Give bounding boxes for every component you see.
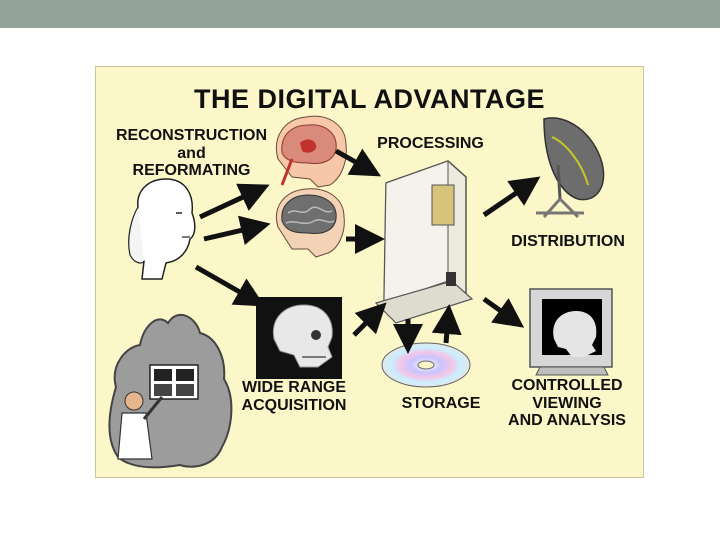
- radiologist-viewbox-icon: [108, 313, 233, 469]
- label-storage: STORAGE: [401, 395, 481, 412]
- label-distribution: DISTRIBUTION: [511, 233, 625, 250]
- flow-arrows: [194, 148, 541, 354]
- slide-header-bar: [0, 0, 720, 28]
- label-reconstruction: RECONSTRUCTION and REFORMATING: [115, 127, 268, 180]
- diagram-title: THE DIGITAL ADVANTAGE: [194, 84, 545, 114]
- label-acquisition: WIDE RANGE ACQUISITION: [241, 379, 347, 414]
- workstation-icon: [374, 160, 474, 324]
- brain-mri-icon: [276, 115, 347, 188]
- label-processing: PROCESSING: [377, 135, 484, 152]
- digital-advantage-diagram: THE DIGITAL ADVANTAGE RECONSTRUCTION and…: [95, 66, 644, 478]
- diagram-artwork: [108, 115, 613, 469]
- monitor-skull-icon: [529, 288, 613, 376]
- brain-ct-icon: [276, 188, 345, 258]
- skull-xray-icon: [256, 297, 342, 379]
- label-controlled-viewing: CONTROLLED VIEWING AND ANALYSIS: [508, 377, 626, 430]
- patient-head-icon: [128, 178, 196, 280]
- satellite-dish-icon: [536, 117, 605, 219]
- cd-disc-icon: [381, 342, 471, 388]
